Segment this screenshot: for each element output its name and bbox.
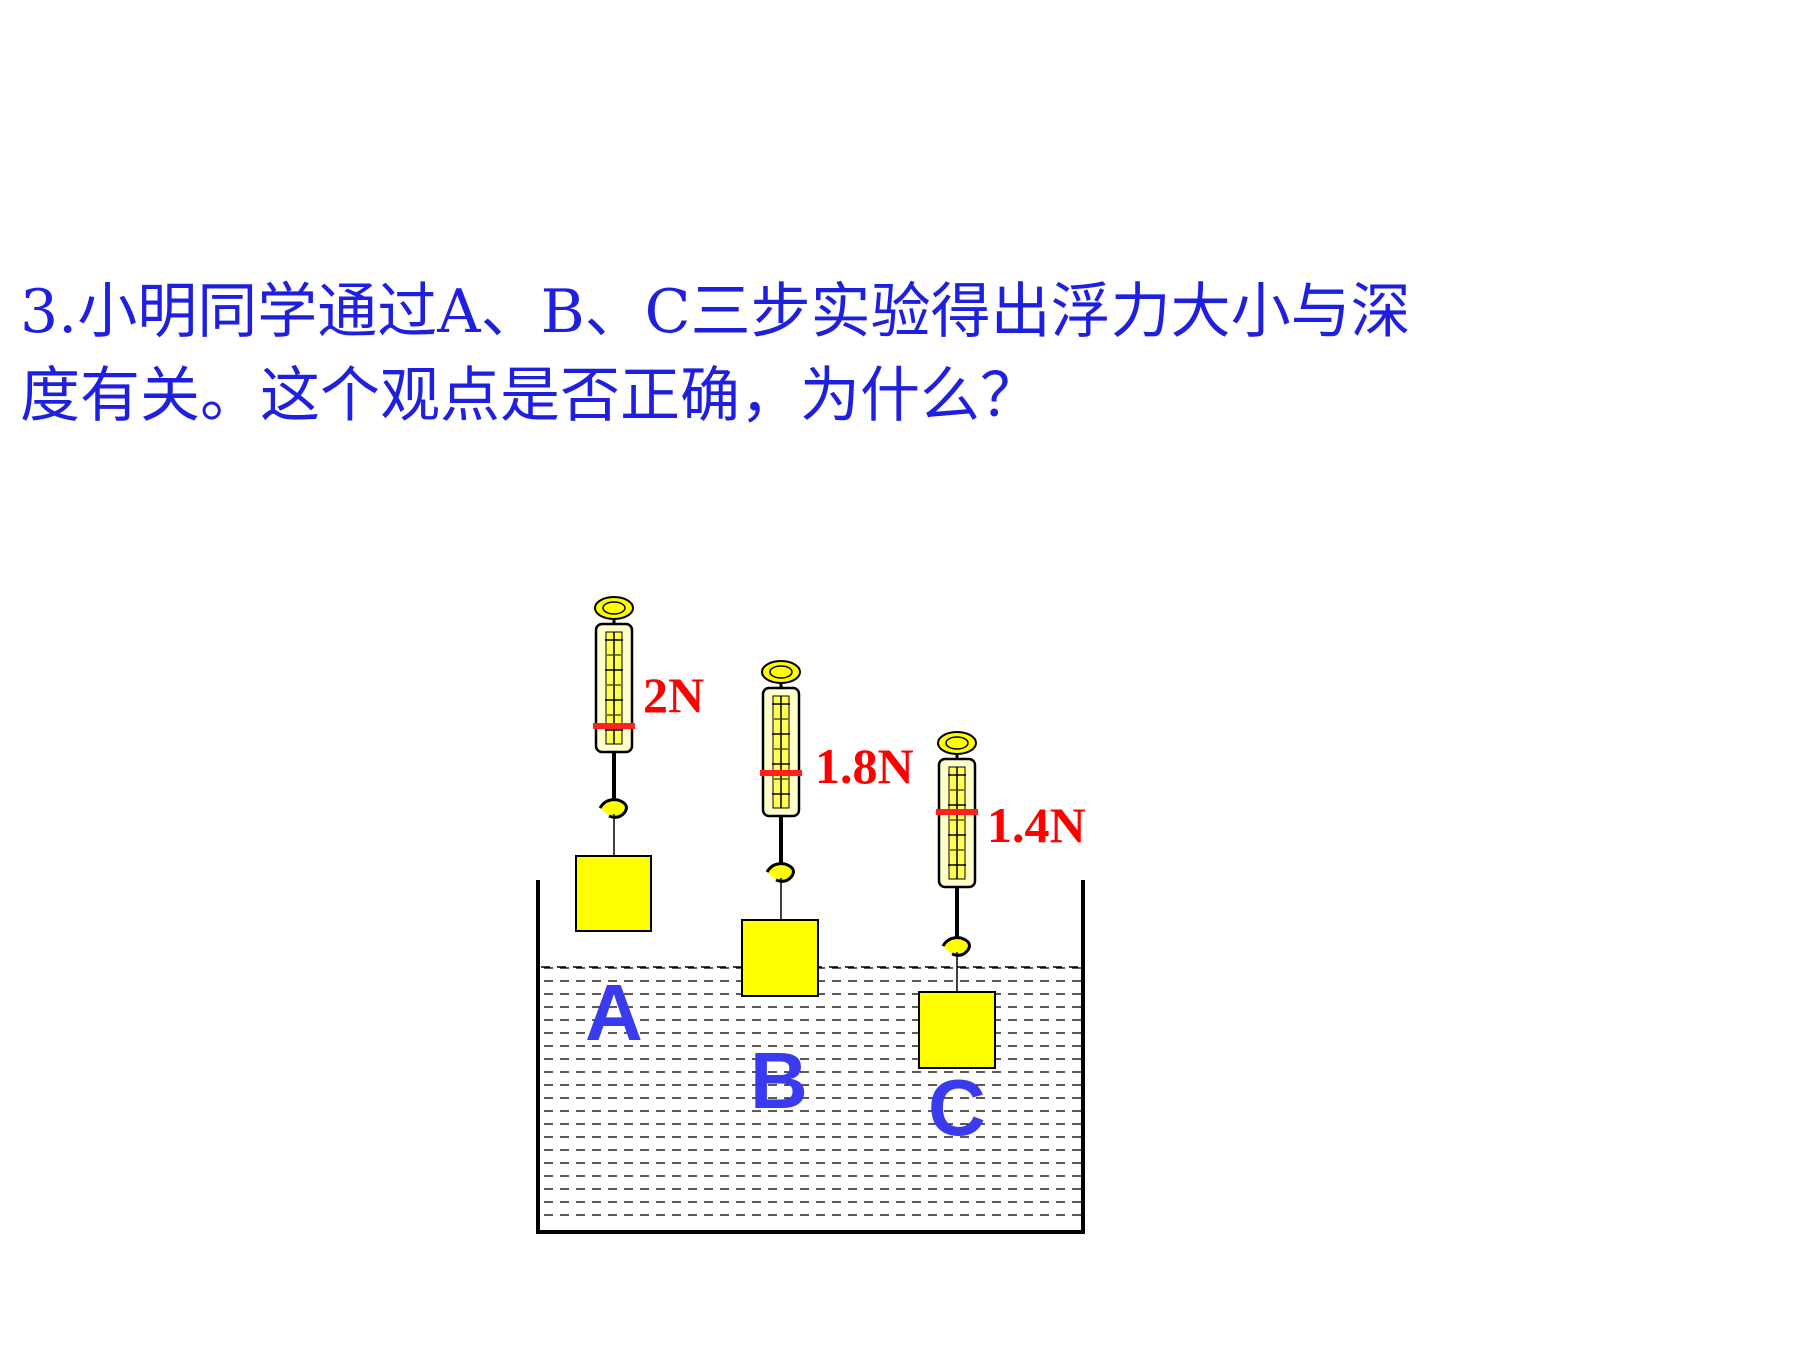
label-c: C bbox=[928, 1063, 986, 1152]
question-line-1: 3.小明同学通过A、B、C三步实验得出浮力大小与深 bbox=[20, 277, 1411, 347]
step-c-apparatus: 1.4N C bbox=[918, 731, 1086, 1152]
hook-icon bbox=[941, 936, 971, 957]
spring-scale-b bbox=[760, 660, 802, 920]
scale-ring-icon bbox=[594, 596, 634, 620]
reading-b: 1.8N bbox=[815, 738, 914, 794]
spring-scale-a bbox=[593, 596, 635, 856]
block-b bbox=[741, 919, 819, 997]
question-text: 3.小明同学通过A、B、C三步实验得出浮力大小与深 度有关。这个观点是否正确，为… bbox=[20, 270, 1720, 438]
block-a bbox=[575, 855, 652, 932]
step-a-apparatus: 2N A bbox=[575, 596, 704, 1057]
label-a: A bbox=[585, 968, 643, 1057]
spring-scale-c bbox=[936, 731, 978, 992]
hook-icon bbox=[598, 798, 628, 819]
step-b-apparatus: 1.8N B bbox=[741, 660, 914, 1125]
hook-icon bbox=[765, 862, 795, 883]
block-c bbox=[918, 991, 996, 1069]
reading-c: 1.4N bbox=[987, 797, 1086, 853]
scale-ring-icon bbox=[937, 731, 977, 755]
scale-ring-icon bbox=[761, 660, 801, 684]
label-b: B bbox=[750, 1036, 808, 1125]
question-line-2: 度有关。这个观点是否正确，为什么？ bbox=[20, 361, 1040, 431]
container-walls bbox=[536, 880, 1085, 1234]
reading-a: 2N bbox=[643, 667, 704, 723]
